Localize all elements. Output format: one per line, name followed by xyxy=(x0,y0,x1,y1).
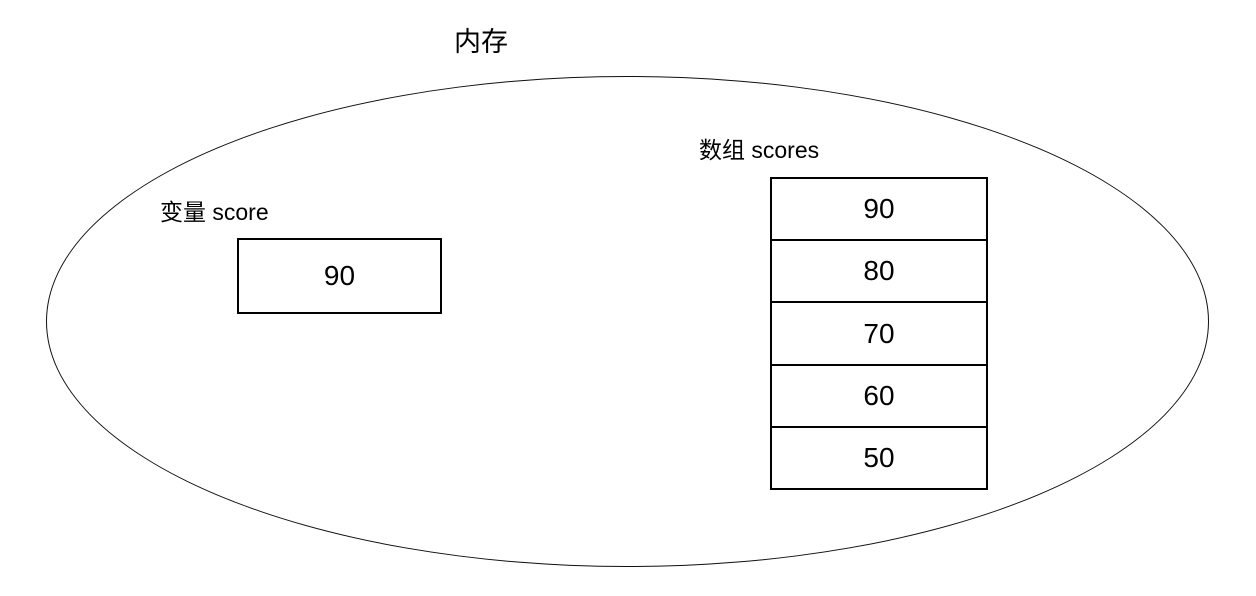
array-cell-value: 60 xyxy=(863,379,895,411)
array-box: 90 80 70 60 50 xyxy=(770,177,988,490)
array-label: 数组 scores xyxy=(699,137,820,163)
memory-boundary-ellipse xyxy=(46,76,1209,567)
array-cell: 80 xyxy=(772,241,986,304)
diagram-title: 内存 xyxy=(454,27,508,57)
array-cell: 90 xyxy=(772,179,986,242)
variable-value-box: 90 xyxy=(237,238,442,314)
variable-value: 90 xyxy=(323,260,356,291)
variable-label: 变量 score xyxy=(160,199,269,225)
array-cell-value: 80 xyxy=(863,255,895,287)
array-cell-value: 70 xyxy=(863,317,895,349)
array-cell: 60 xyxy=(772,366,986,428)
array-cell-value: 90 xyxy=(863,193,895,225)
array-cell: 50 xyxy=(772,428,986,488)
array-cell: 70 xyxy=(772,303,986,366)
array-cell-value: 50 xyxy=(863,441,895,473)
